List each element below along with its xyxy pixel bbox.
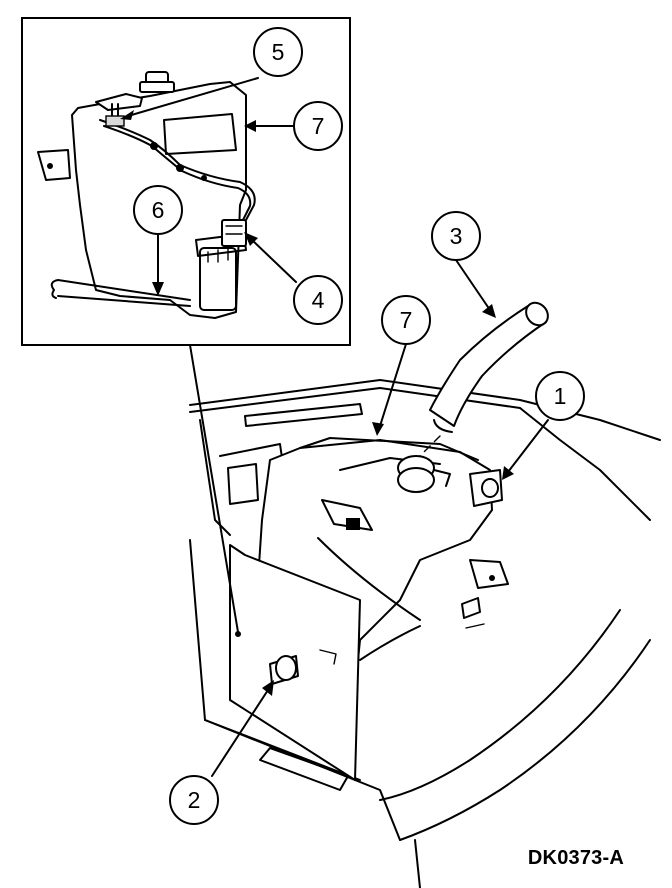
main-reservoir bbox=[229, 437, 509, 791]
callout-4-label: 4 bbox=[312, 287, 325, 313]
callout-7-inset-label: 7 bbox=[312, 113, 325, 139]
inset-leaders bbox=[120, 77, 297, 296]
callout-2: 2 bbox=[169, 775, 219, 825]
callout-4-circle bbox=[293, 275, 343, 325]
fill-hose bbox=[419, 301, 549, 457]
callout-7-main: 7 bbox=[381, 295, 431, 345]
callout-3: 3 bbox=[431, 211, 481, 261]
callout-5-label: 5 bbox=[272, 39, 285, 65]
callout-1: 1 bbox=[535, 371, 585, 421]
callout-2-label: 2 bbox=[188, 787, 201, 813]
callout-4: 4 bbox=[293, 275, 343, 325]
callout-7-inset: 7 bbox=[293, 101, 343, 151]
callout-2-circle bbox=[169, 775, 219, 825]
callout-7-inset-circle bbox=[293, 101, 343, 151]
callout-5-circle bbox=[253, 27, 303, 77]
main-leaders bbox=[189, 259, 549, 777]
callout-5: 5 bbox=[253, 27, 303, 77]
callout-6-label: 6 bbox=[152, 197, 165, 223]
callout-7-main-label: 7 bbox=[400, 307, 413, 333]
vehicle-structure bbox=[189, 379, 661, 888]
callout-3-circle bbox=[431, 211, 481, 261]
callout-1-circle bbox=[535, 371, 585, 421]
callout-6: 6 bbox=[133, 185, 183, 235]
figure-id-label: DK0373-A bbox=[527, 847, 624, 869]
callout-6-circle bbox=[133, 185, 183, 235]
callout-1-label: 1 bbox=[554, 383, 567, 409]
callout-3-label: 3 bbox=[450, 223, 463, 249]
callout-7-main-circle bbox=[381, 295, 431, 345]
